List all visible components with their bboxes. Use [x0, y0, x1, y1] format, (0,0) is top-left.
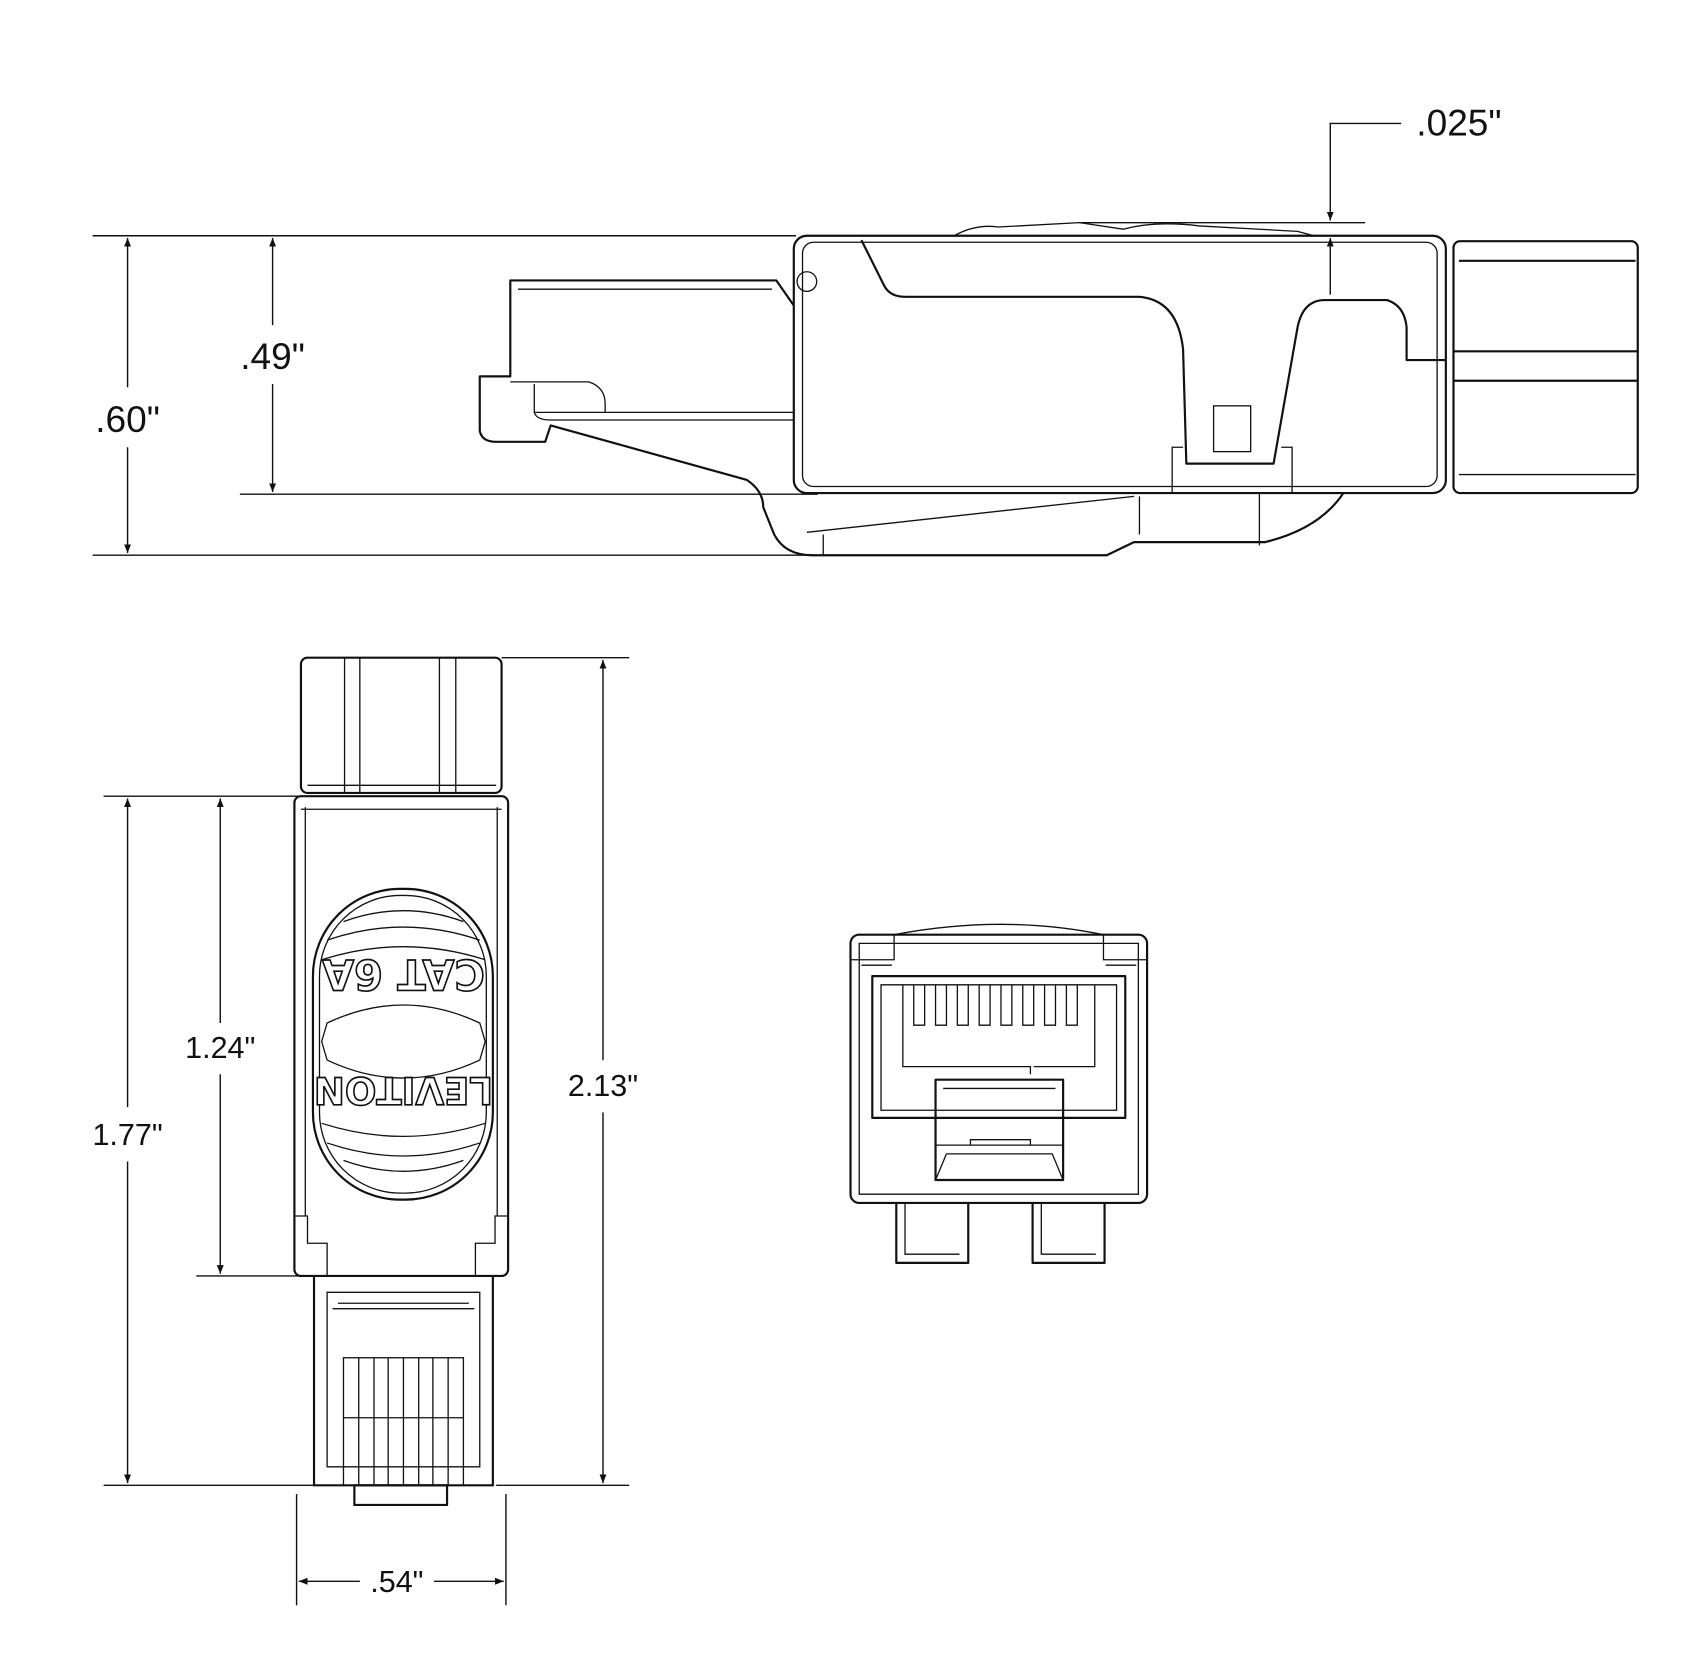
- side-view: .60" .49" .025": [92, 101, 1639, 557]
- dimension-label-protrusion: .025": [1416, 101, 1501, 143]
- dimension-label-width: .54": [370, 1565, 423, 1599]
- logo-text-leviton: LEVITON: [314, 1069, 493, 1112]
- connector-body-top: [293, 795, 510, 1278]
- connector-cap: [1452, 240, 1639, 495]
- rj45-plug-side: [478, 279, 1345, 557]
- dimension-leader-protrusion: [1326, 122, 1402, 221]
- logo-emboss: [311, 887, 494, 1201]
- connector-body: [792, 234, 1447, 495]
- plug-latch-tab: [353, 1484, 449, 1507]
- logo-window: [320, 1004, 486, 1079]
- front-contacts: [913, 984, 1078, 1026]
- dimension-label-body-length: 1.24": [185, 1031, 255, 1065]
- dimension-label-overall-length: 2.13": [568, 1069, 638, 1103]
- dimension-label-body-height: .49": [240, 335, 305, 377]
- top-view: 1.77" 1.24" 2.13" .54" CAT 6A LEVITON: [92, 656, 638, 1606]
- front-legs: [895, 1202, 1106, 1264]
- front-view: [849, 923, 1149, 1264]
- dimension-label-overall-height: .60": [95, 398, 160, 440]
- dimension-label-body-plus-plug-length: 1.77": [92, 1118, 162, 1152]
- connector-front-outline: [849, 933, 1149, 1205]
- logo-text-cat6a: CAT 6A: [322, 950, 485, 998]
- rj45-opening: [871, 975, 1127, 1119]
- latch-front: [934, 1078, 1065, 1182]
- connector-cap-top: [299, 656, 503, 795]
